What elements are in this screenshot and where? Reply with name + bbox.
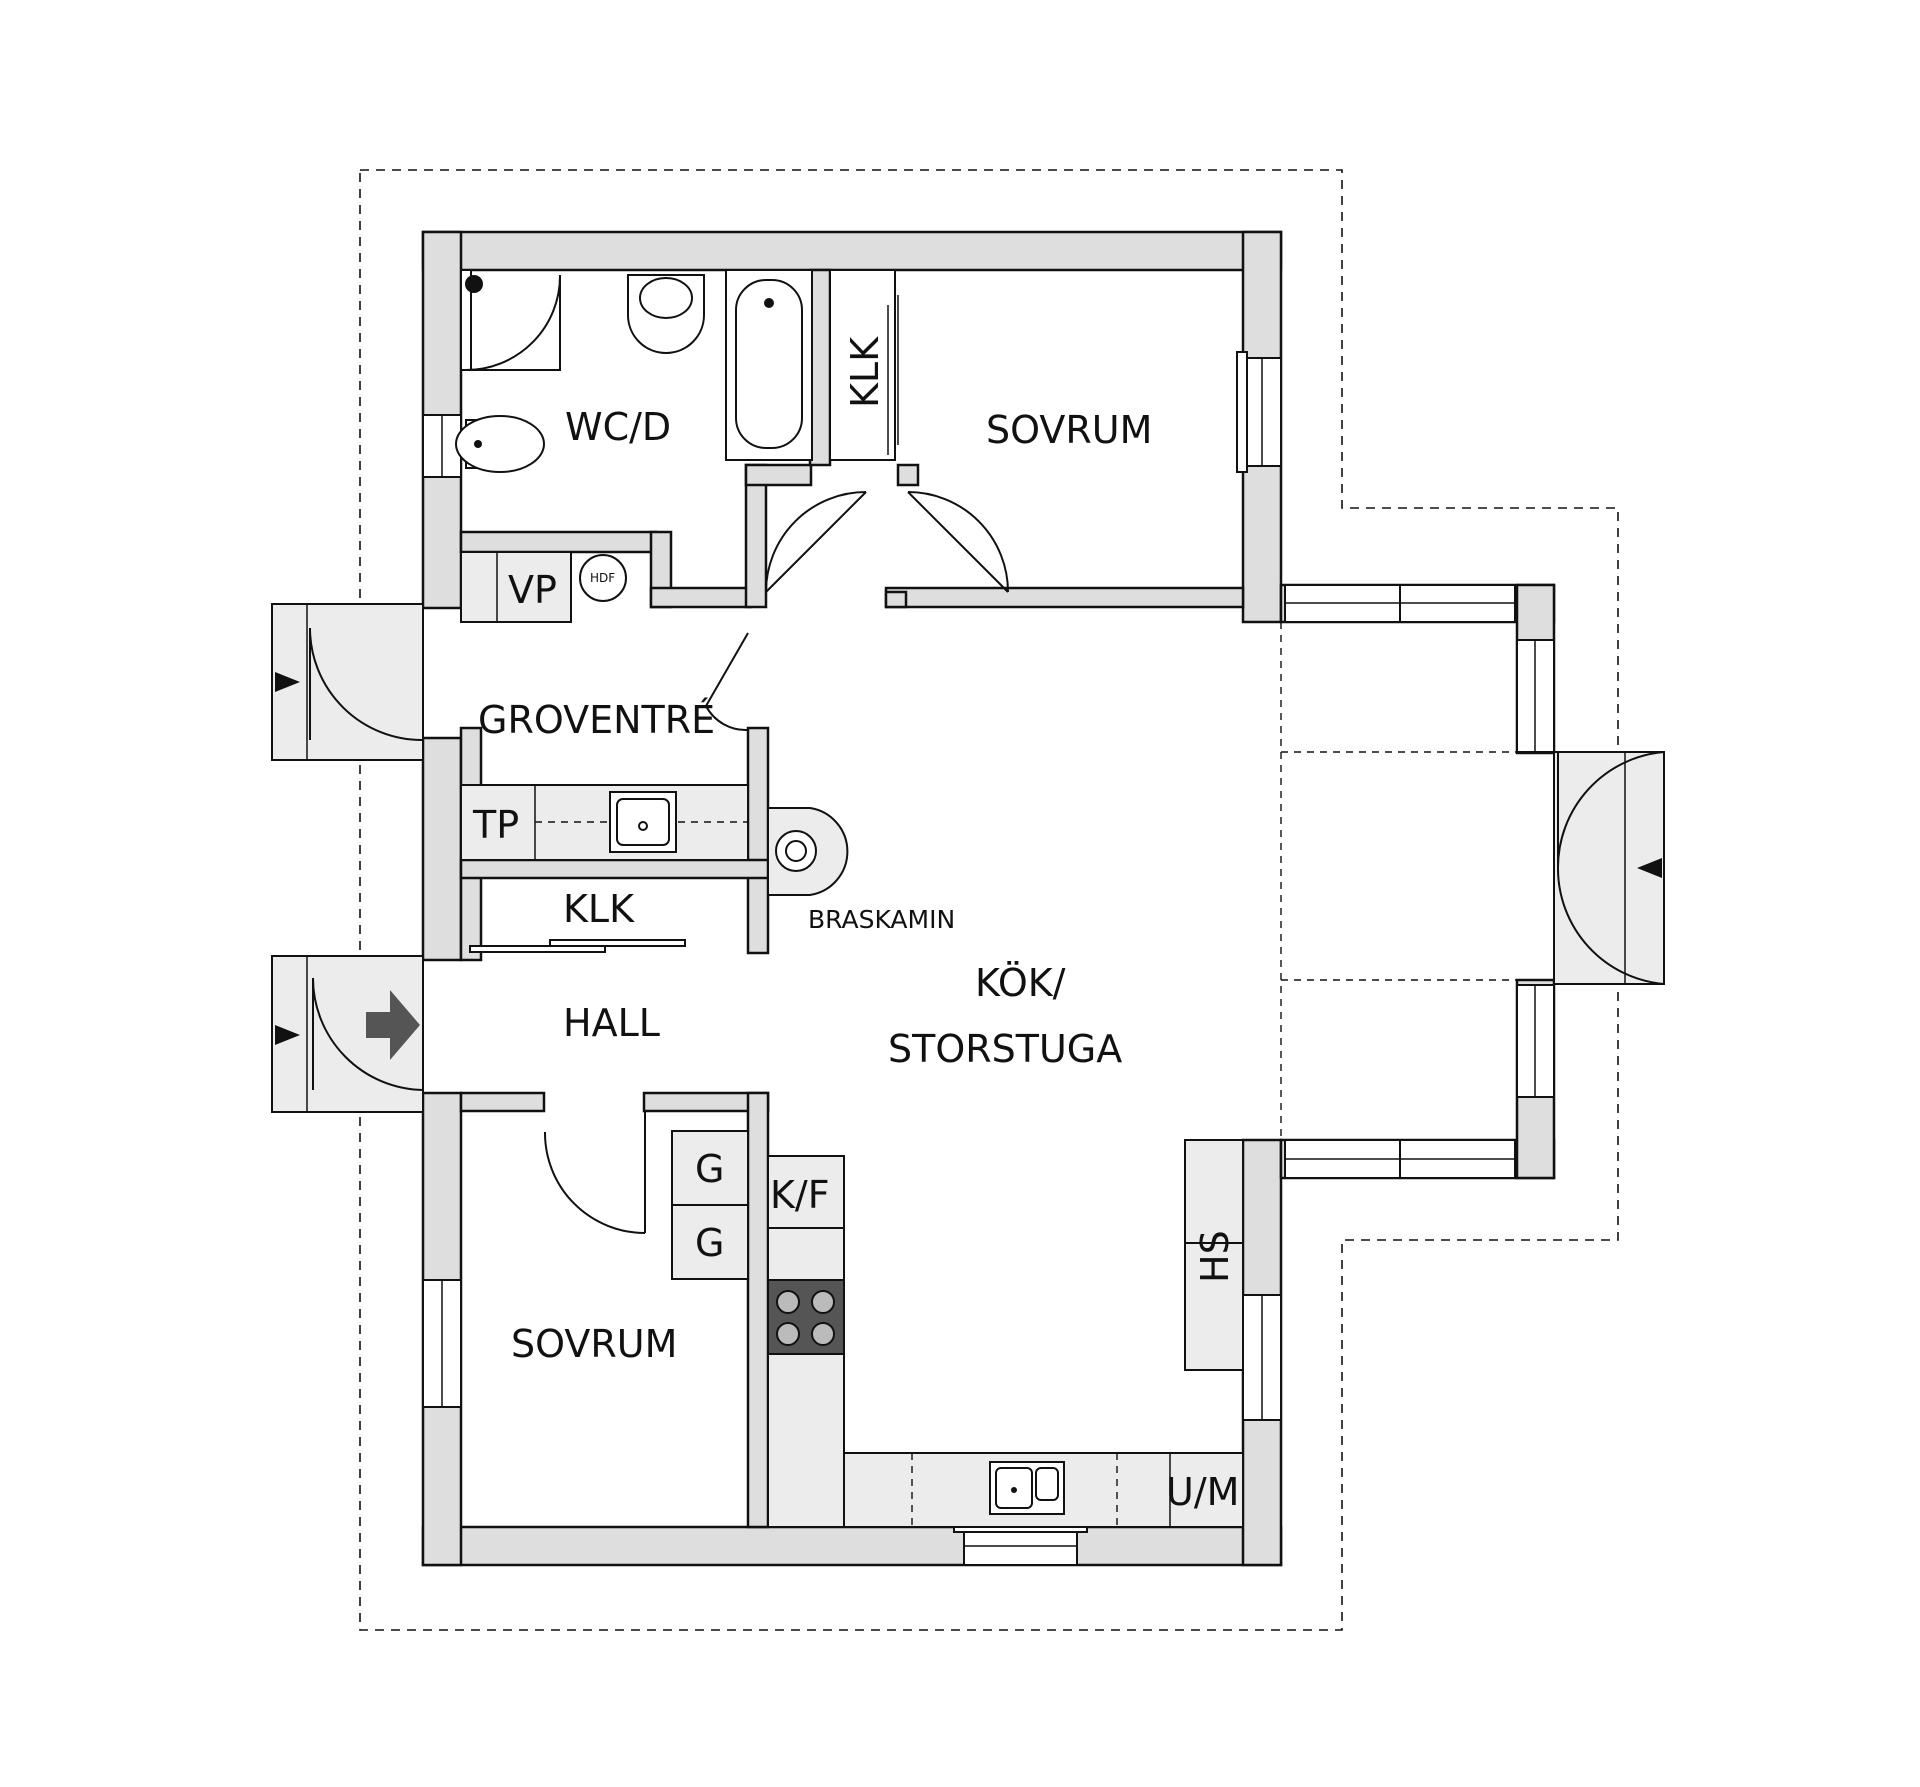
plot-boundary — [359, 169, 1619, 1631]
label-um: U/M — [1166, 1470, 1239, 1514]
label-g1: G — [695, 1147, 724, 1191]
entry-arrow-icon — [275, 1025, 300, 1045]
laundry-area — [460, 551, 749, 861]
room-label-kitchen-line2: STORSTUGA — [888, 1027, 1122, 1071]
label-hs: HS — [1193, 1230, 1237, 1283]
doors — [309, 491, 1665, 1234]
room-label-hall: HALL — [563, 1001, 660, 1045]
closet-label-top: KLK — [843, 336, 887, 408]
closet-label-mid: KLK — [563, 887, 635, 931]
stove-burner-icon — [811, 1322, 835, 1346]
label-kf: K/F — [770, 1173, 830, 1217]
room-label-bedroom-top: SOVRUM — [986, 408, 1152, 452]
room-label-groventre: GROVENTRÉ — [478, 698, 715, 742]
label-g2: G — [695, 1221, 724, 1265]
sliding-door — [469, 939, 686, 953]
room-label-wc: WC/D — [565, 405, 671, 449]
porches — [271, 603, 1665, 1113]
stove-burner-icon — [776, 1322, 800, 1346]
interior-walls — [459, 268, 1245, 1529]
stove-burner-icon — [776, 1290, 800, 1314]
entry-arrow-icon — [1637, 858, 1662, 878]
label-braskamin: BRASKAMIN — [808, 905, 955, 934]
label-vp: VP — [508, 568, 557, 612]
bathroom-fixtures — [455, 269, 899, 473]
entrance-arrow-icon — [366, 990, 420, 1060]
label-hdf: HDF — [590, 571, 615, 585]
label-tp: TP — [472, 803, 519, 847]
fireplace — [767, 807, 849, 896]
room-label-kitchen-line1: KÖK/ — [975, 961, 1066, 1005]
entry-arrow-icon — [275, 672, 300, 692]
room-label-bedroom-bottom: SOVRUM — [511, 1322, 677, 1366]
stove-burner-icon — [811, 1290, 835, 1314]
shower-head-icon — [465, 275, 483, 293]
kitchen — [767, 1139, 1244, 1528]
wardrobes — [671, 1130, 749, 1280]
